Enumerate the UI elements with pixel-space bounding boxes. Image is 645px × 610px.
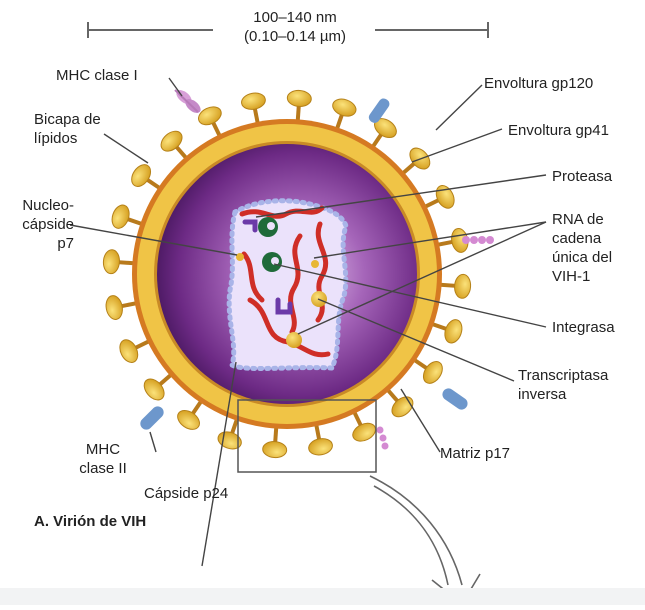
gp120-knob: [307, 437, 334, 457]
pink-protein-bottom: [377, 427, 389, 450]
label-reverse-transcriptase-line1: Transcriptasa: [518, 366, 608, 385]
gp120-knob: [330, 96, 358, 119]
gp120-knob: [174, 407, 203, 434]
panel-caption: A. Virión de VIH: [34, 512, 146, 531]
gp120-knob: [350, 420, 379, 445]
gp120-knob: [420, 358, 447, 387]
label-rna-line4: VIH-1: [552, 267, 612, 286]
label-reverse-transcriptase: Transcriptasa inversa: [518, 366, 608, 404]
mhc-class-ii-protein: [138, 404, 166, 432]
gp120-knob: [116, 337, 141, 366]
footer-band: [0, 588, 645, 605]
nucleocapsid-dot: [311, 260, 319, 268]
scale-bar-label: 100–140 nm (0.10–0.14 µm): [215, 8, 375, 46]
label-nucleocapsid-line3: p7: [18, 234, 74, 253]
label-lipid-bilayer: Bicapa de lípidos: [34, 110, 101, 148]
gp120-knob: [109, 203, 132, 231]
label-mhc-class-ii: MHC clase II: [74, 440, 132, 478]
gp120-knob: [216, 429, 244, 452]
pink-protein-right: [462, 236, 494, 244]
label-nucleocapsid: Nucleo- cápside p7: [18, 196, 74, 253]
label-mhc-class-ii-line2: clase II: [74, 459, 132, 478]
label-envelope-gp120: Envoltura gp120: [484, 74, 593, 93]
nucleocapsid-dot-2: [236, 253, 244, 261]
label-lipid-bilayer-line1: Bicapa de: [34, 110, 101, 129]
gp120-knob: [103, 249, 121, 274]
label-rna-line2: cadena: [552, 229, 612, 248]
gp120-knob: [240, 91, 267, 111]
gp120-knob: [442, 317, 465, 345]
integrase-enzyme-2: [286, 332, 302, 348]
gp120-knob: [433, 183, 458, 212]
label-nucleocapsid-line1: Nucleo-: [18, 196, 74, 215]
label-mhc-class-i: MHC clase I: [56, 66, 138, 85]
blue-protein-bottom-right: [440, 386, 470, 412]
reverse-transcriptase-enzyme: [262, 252, 282, 272]
zoom-arrow: [370, 476, 480, 604]
label-capsid-p24: Cápside p24: [144, 484, 228, 503]
protease-enzyme: [258, 217, 278, 237]
label-envelope-gp41: Envoltura gp41: [508, 121, 609, 140]
label-rna-line1: RNA de: [552, 210, 612, 229]
label-nucleocapsid-line2: cápside: [18, 215, 74, 234]
gp120-knob: [262, 441, 287, 459]
label-protease: Proteasa: [552, 167, 612, 186]
gp120-knob: [454, 274, 472, 299]
label-rna: RNA de cadena única del VIH-1: [552, 210, 612, 286]
label-matrix-p17: Matriz p17: [440, 444, 510, 463]
label-integrase: Integrasa: [552, 318, 615, 337]
label-rna-line3: única del: [552, 248, 612, 267]
scale-bar-um: (0.10–0.14 µm): [215, 27, 375, 46]
label-lipid-bilayer-line2: lípidos: [34, 129, 101, 148]
gp120-knob: [128, 161, 155, 190]
gp120-knob: [104, 294, 124, 321]
label-mhc-class-ii-line1: MHC: [74, 440, 132, 459]
scale-bar-nm: 100–140 nm: [215, 8, 375, 27]
label-reverse-transcriptase-line2: inversa: [518, 385, 608, 404]
gp120-knob: [287, 90, 312, 108]
